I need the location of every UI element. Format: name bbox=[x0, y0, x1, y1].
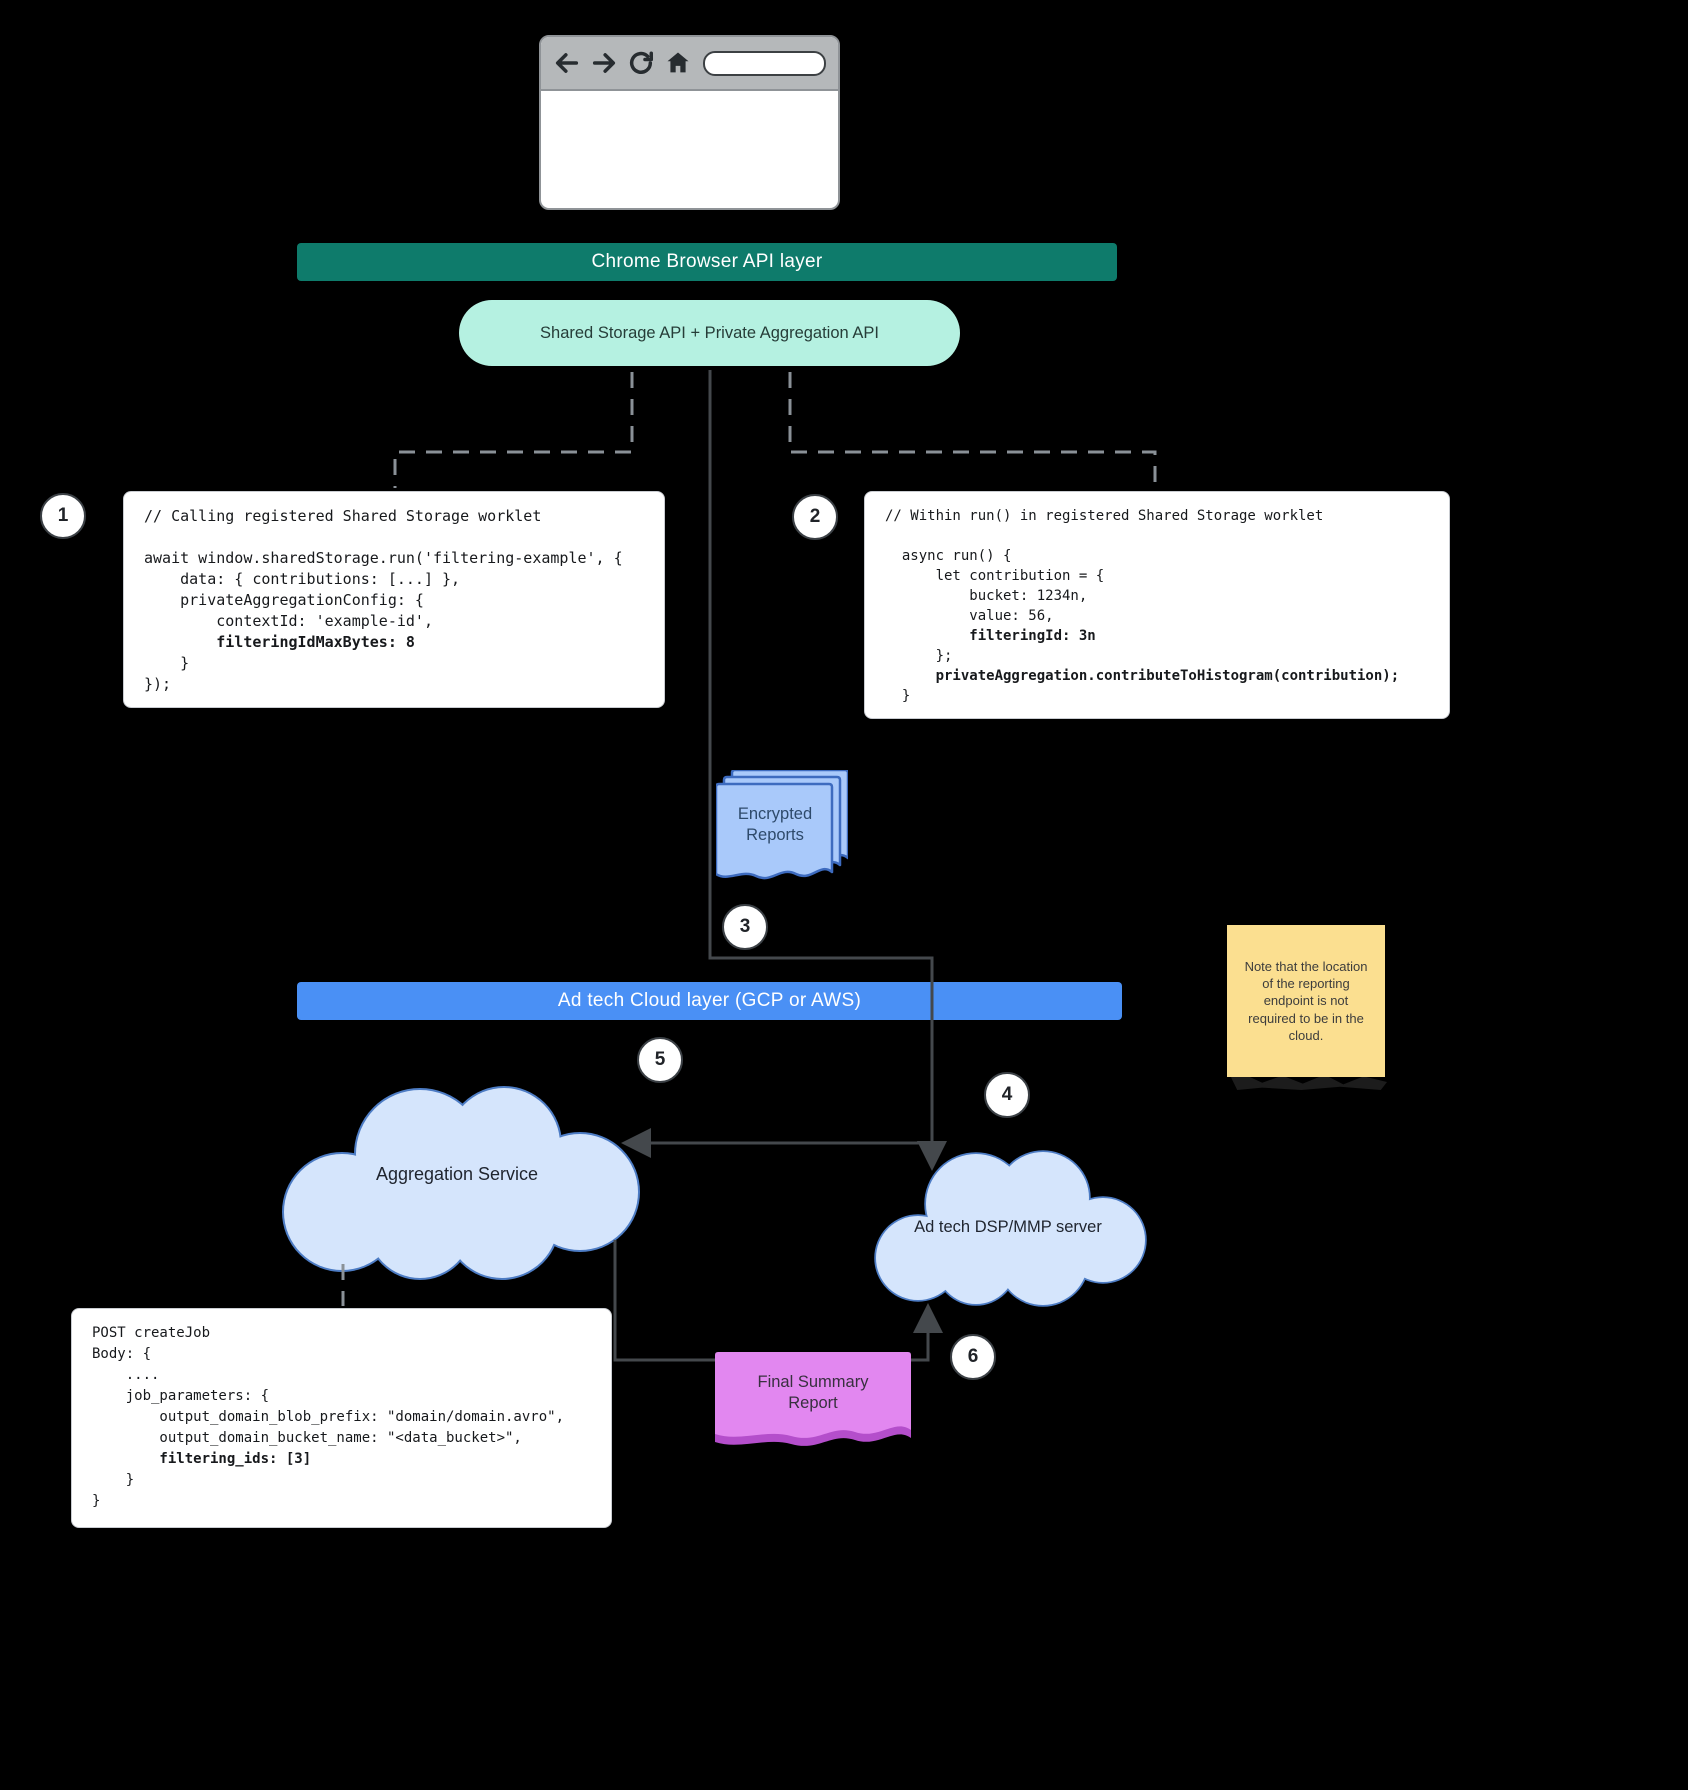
home-icon bbox=[664, 49, 692, 77]
step-1-badge: 1 bbox=[40, 493, 86, 539]
forward-icon bbox=[590, 49, 618, 77]
browser-window bbox=[539, 35, 840, 210]
step-3-badge: 3 bbox=[722, 904, 768, 950]
encrypted-reports-label-line1: Encrypted bbox=[737, 805, 813, 823]
final-summary-report-icon bbox=[715, 1352, 911, 1446]
shared-storage-api-pill: Shared Storage API + Private Aggregation… bbox=[459, 300, 960, 366]
step-2-badge: 2 bbox=[792, 494, 838, 540]
connector-pill-to-right-code bbox=[788, 372, 1157, 488]
step-6-badge: 6 bbox=[950, 1334, 996, 1380]
aggregation-cloud-shape bbox=[282, 1086, 640, 1280]
final-summary-label-line2: Report bbox=[788, 1394, 838, 1413]
browser-toolbar bbox=[541, 37, 838, 91]
aggregation-service-label: Aggregation Service bbox=[375, 1164, 539, 1184]
url-bar bbox=[703, 50, 826, 76]
refresh-icon bbox=[627, 49, 655, 77]
aggregation-service-cloud: Aggregation Service bbox=[262, 1062, 652, 1287]
step-4-badge: 4 bbox=[984, 1072, 1030, 1118]
step-5-badge: 5 bbox=[637, 1037, 683, 1083]
dsp-mmp-server-label: Ad tech DSP/MMP server bbox=[914, 1218, 1102, 1236]
worklet-run-code-box: // Within run() in registered Shared Sto… bbox=[864, 491, 1450, 719]
back-icon bbox=[553, 49, 581, 77]
flow-reports-to-dsp-server bbox=[708, 370, 947, 1171]
worklet-call-code-box: // Calling registered Shared Storage wor… bbox=[123, 491, 665, 708]
dsp-mmp-server-cloud: Ad tech DSP/MMP server bbox=[858, 1140, 1158, 1315]
connector-pill-to-left-code bbox=[393, 372, 634, 488]
encrypted-reports-icon bbox=[716, 770, 848, 880]
final-summary-label-line1: Final Summary bbox=[757, 1373, 869, 1391]
reporting-endpoint-note: Note that the location of the reporting … bbox=[1227, 925, 1385, 1077]
cloud-layer-banner: Ad tech Cloud layer (GCP or AWS) bbox=[297, 982, 1122, 1020]
encrypted-reports-label-line2: Reports bbox=[746, 826, 804, 845]
chrome-api-banner: Chrome Browser API layer bbox=[297, 243, 1117, 281]
dsp-cloud-shape bbox=[874, 1150, 1147, 1307]
